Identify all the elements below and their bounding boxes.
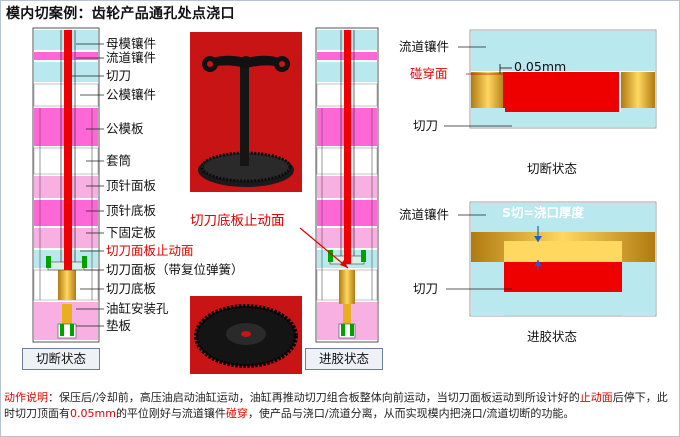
detail-cut-runner-insert: 流道镶件	[399, 40, 449, 54]
label-runner-insert: 流道镶件	[106, 51, 156, 65]
label-cutter-base-plate: 切刀底板	[106, 282, 156, 296]
label-mother-insert: 母模镶件	[106, 37, 156, 51]
label-male-plate: 公模板	[106, 122, 144, 136]
footer-stop-face: 止动面	[580, 391, 613, 404]
detail-inject-runner-insert: 流道镶件	[399, 208, 449, 222]
detail-inject-formula: S切=浇口厚度	[502, 206, 584, 220]
label-male-insert: 公模镶件	[106, 88, 156, 102]
mold-inject-state	[316, 28, 378, 342]
label-cutter: 切刀	[106, 69, 131, 83]
mold-cut-state	[33, 28, 99, 342]
detail-cut-hit-face: 碰穿面	[410, 67, 448, 81]
label-ejector-face-plate: 顶针面板	[106, 179, 156, 193]
footer-hit: 碰穿	[226, 407, 248, 420]
label-cutter-face-stop: 切刀面板止动面	[106, 244, 194, 258]
label-cutter-face-plate: 切刀面板（带复位弹簧）	[106, 263, 244, 277]
label-lower-fixed-plate: 下固定板	[106, 226, 156, 240]
label-sleeve: 套筒	[106, 154, 131, 168]
caption-inject-state: 进胶状态	[305, 348, 383, 370]
gear-cut-photo	[190, 296, 302, 374]
detail-inject-caption: 进胶状态	[527, 326, 577, 345]
action-description: 动作说明：保压后/冷却前，高压油启动油缸运动，油缸再推动切刀组合板整体向前运动，…	[4, 390, 676, 422]
detail-cut-caption: 切断状态	[527, 158, 577, 177]
label-cylinder-hole: 油缸安装孔	[106, 302, 169, 316]
caption-cut-state: 切断状态	[22, 348, 100, 370]
label-ejector-base-plate: 顶针底板	[106, 204, 156, 218]
detail-cut-state	[470, 30, 656, 128]
label-cutter-base-stop: 切刀底板止动面	[190, 214, 285, 228]
footer-gap: 0.05mm	[70, 407, 116, 420]
footer-text-3: 的平位刚好与流道镶件	[116, 407, 226, 420]
detail-cut-cutter: 切刀	[413, 119, 438, 133]
footer-text-4: ，使产品与浇口/流道分离，从而实现模内把浇口/流道切断的功能。	[248, 407, 574, 420]
detail-cut-gap: 0.05mm	[514, 60, 566, 74]
label-pad-plate: 垫板	[106, 319, 131, 333]
gear-product-photo	[190, 32, 302, 192]
footer-heading: 动作说明	[4, 391, 48, 404]
footer-text-1: ：保压后/冷却前，高压油启动油缸运动，油缸再推动切刀组合板整体向前运动，当切刀面…	[48, 391, 580, 404]
detail-inject-cutter: 切刀	[413, 282, 438, 296]
